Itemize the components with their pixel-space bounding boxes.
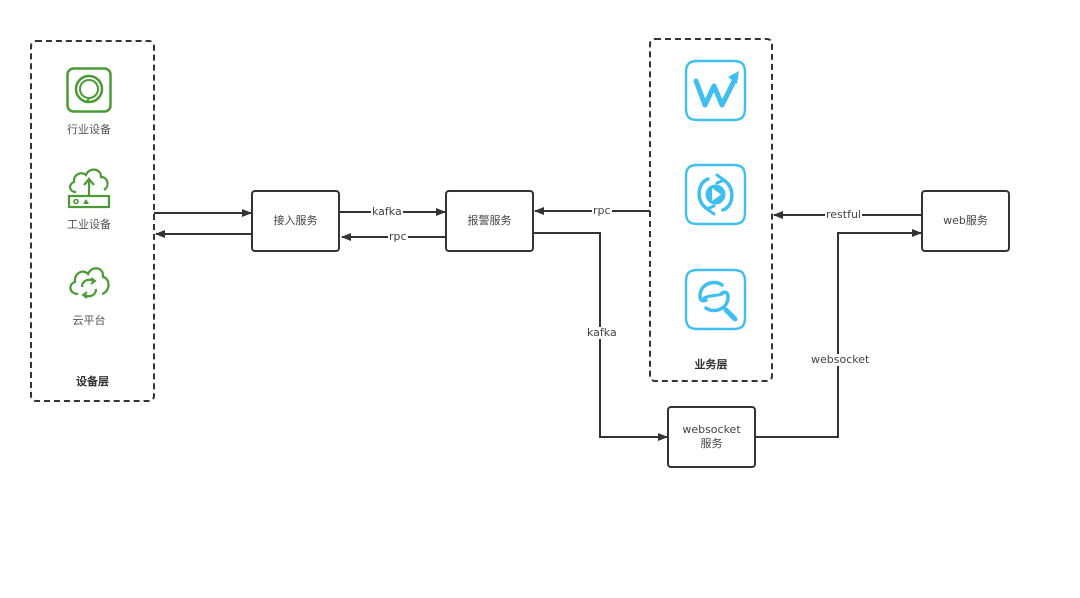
node-web-label: web服务 bbox=[943, 214, 988, 227]
edge-label-restful: restful bbox=[825, 208, 862, 221]
device-label-cloud: 云平台 bbox=[72, 314, 106, 327]
node-alarm-label: 报警服务 bbox=[467, 214, 512, 227]
device-label-industrial: 工业设备 bbox=[67, 218, 111, 231]
node-websocket-label-2: 服务 bbox=[700, 437, 723, 450]
device-layer-title: 设备层 bbox=[76, 375, 109, 388]
edge-label-rpc-business-alarm: rpc bbox=[592, 204, 612, 217]
business-layer-title: 业务层 bbox=[694, 358, 728, 371]
edge-label-kafka-alarm-websocket: kafka bbox=[586, 326, 618, 339]
edge-websocket-to-web bbox=[755, 229, 922, 438]
play-refresh-app-icon bbox=[684, 163, 747, 226]
industry-device-icon bbox=[66, 67, 112, 113]
cloud-upload-device-icon bbox=[66, 162, 112, 210]
device-layer-group: 设备层 bbox=[30, 40, 155, 402]
w-trend-app-icon bbox=[684, 59, 747, 122]
edge-label-kafka-access-alarm: kafka bbox=[371, 205, 403, 218]
edge-label-rpc-alarm-access: rpc bbox=[388, 230, 408, 243]
node-web-service[interactable]: web服务 bbox=[921, 190, 1010, 252]
node-alarm-service[interactable]: 报警服务 bbox=[445, 190, 534, 252]
business-layer-group: 业务层 bbox=[649, 38, 773, 382]
node-websocket-service[interactable]: websocket 服务 bbox=[667, 406, 756, 468]
node-access-service[interactable]: 接入服务 bbox=[251, 190, 340, 252]
node-websocket-label-1: websocket bbox=[682, 423, 741, 436]
device-label-industry: 行业设备 bbox=[67, 123, 111, 136]
cloud-sync-icon bbox=[66, 262, 112, 302]
edge-label-websocket: websocket bbox=[810, 353, 871, 366]
node-access-label: 接入服务 bbox=[273, 214, 318, 227]
search-app-icon bbox=[684, 268, 747, 331]
